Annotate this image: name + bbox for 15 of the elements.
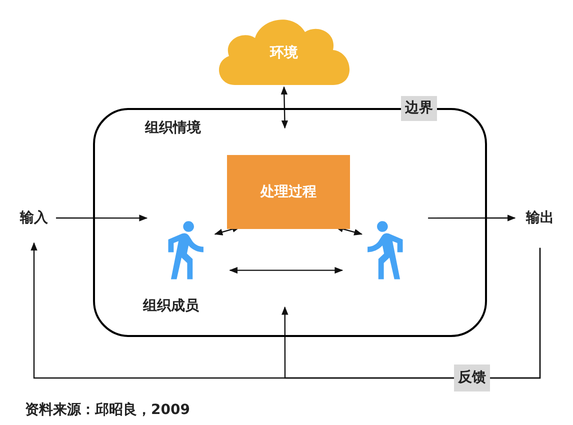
members-label: 组织成员	[143, 297, 199, 316]
io-label: 输出	[526, 208, 554, 228]
process-label: 处理过程	[260, 182, 316, 202]
arrow	[428, 214, 516, 222]
arrow	[280, 86, 288, 129]
cloud-label: 环境	[270, 44, 298, 63]
context-label: 组织情境	[145, 118, 201, 138]
arrow	[56, 214, 148, 222]
arrow	[282, 248, 541, 379]
io-label: 输入	[20, 208, 48, 228]
edge-label: 反馈	[454, 364, 490, 392]
arrow	[229, 266, 344, 274]
source-note: 资料来源：邱昭良，2009	[25, 400, 190, 420]
boundary-tag: 边界	[401, 96, 437, 121]
process-box	[227, 155, 350, 229]
